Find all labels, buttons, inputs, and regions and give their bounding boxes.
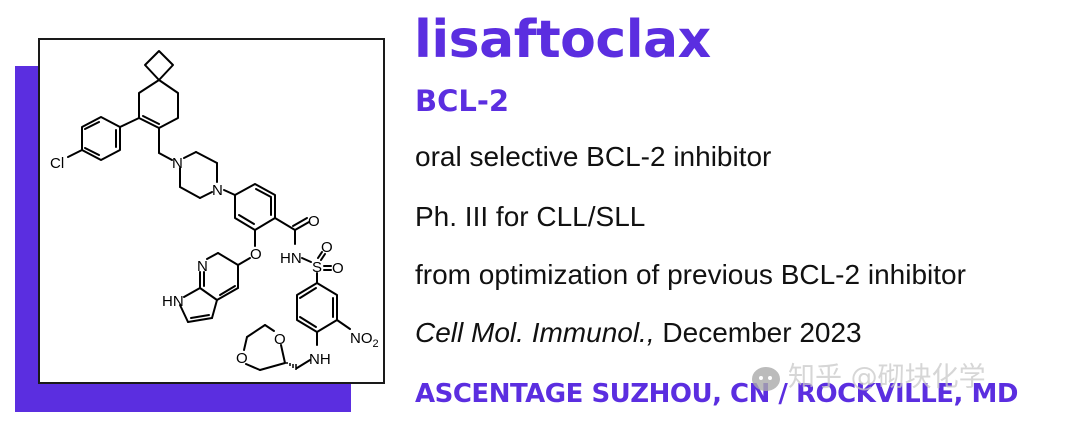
drug-description: oral selective BCL-2 inhibitor <box>415 141 772 172</box>
reference-citation: Cell Mol. Immunol., December 2023 <box>415 319 862 347</box>
chemical-structure-panel: Cl N N O O HN S O O N HN NO2 NH O O <box>38 38 385 384</box>
watermark-text: 知乎 @砌块化学 <box>788 362 986 393</box>
clinical-phase: Ph. III for CLL/SLL <box>415 201 646 232</box>
atom-label-o: O <box>308 213 320 230</box>
atom-label-cl: Cl <box>50 155 64 172</box>
lisaftoclax-structure-diagram: Cl N N O O HN S O O N HN NO2 NH O O <box>50 50 379 371</box>
watermark: 知乎 @砌块化学 <box>752 364 986 391</box>
atom-label-s: S <box>312 259 322 276</box>
company-location: ASCENTAGE SUZHOU, CN / ROCKVILLE, MD <box>415 379 1018 409</box>
drug-name-title: lisaftoclax <box>414 10 711 70</box>
atom-label-n: N <box>197 258 208 275</box>
atom-label-o: O <box>274 331 286 348</box>
atom-label-hn: HN <box>280 250 302 267</box>
publication-date: December 2023 <box>662 317 862 348</box>
chat-bubble-icon <box>752 366 780 391</box>
atom-label-no2: NO2 <box>350 330 379 350</box>
atom-label-o: O <box>332 260 344 277</box>
drug-origin: from optimization of previous BCL-2 inhi… <box>415 259 966 290</box>
atom-label-hn: HN <box>162 293 184 310</box>
atom-label-nh: NH <box>309 351 331 368</box>
drug-target: BCL-2 <box>415 84 510 118</box>
atom-label-o: O <box>250 246 262 263</box>
atom-label-n: N <box>172 155 183 172</box>
journal-name: Cell Mol. Immunol., <box>415 317 655 348</box>
atom-label-n: N <box>212 182 223 199</box>
atom-label-o: O <box>321 239 333 256</box>
atom-label-o: O <box>236 350 248 367</box>
